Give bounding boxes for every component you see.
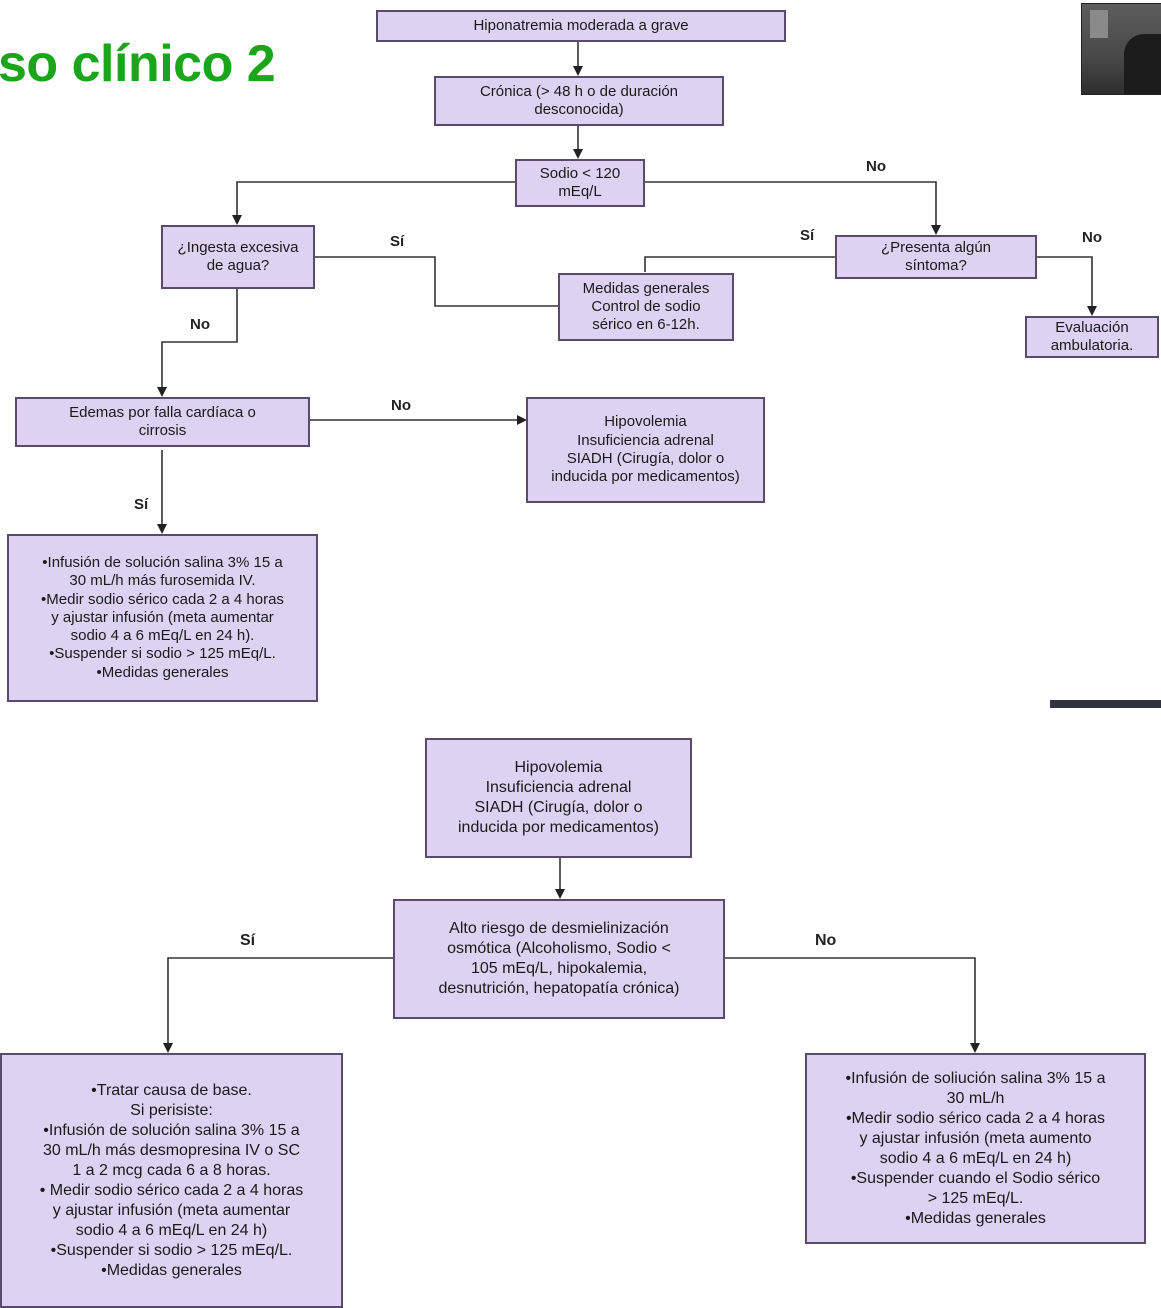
label-si-ingesta: Sí [390,233,405,250]
box-text-line: •Medidas generales [905,1209,1046,1227]
box-text-line: •Medir sodio sérico cada 2 a 4 horas [41,590,284,608]
box-text-line: • Medir sodio sérico cada 2 a 4 horas [39,1181,304,1199]
box-text-line: 1 a 2 mcg cada 6 a 8 horas. [72,1161,271,1179]
box-text-line: Medidas generales [582,279,710,297]
node2-tratar-causa: •Tratar causa de base. Si perisiste: •Infu… [0,1053,343,1308]
label-si-edemas: Sí [134,496,149,513]
box-text-line: sodio 4 a 6 mEq/L en 24 h). [70,627,255,645]
label2-si: Sí [240,932,256,949]
box-text-line: SIADH (Cirugía, dolor o [566,450,725,467]
box-text-line: Si perisiste: [130,1101,213,1119]
video-strip [1050,700,1161,710]
box-text-line: de agua? [206,257,270,274]
line-ingesta-medidas [315,256,558,307]
node-hiponatremia: Hiponatremia moderada a grave [376,10,786,42]
box-text-line: •Infusión de solución salina 3% 15 a [42,553,283,571]
box-text-line: •Suspender si sodio > 125 mEq/L. [50,1241,293,1259]
box-text-line: mEq/L [558,183,602,200]
label2-no: No [815,932,837,949]
box-text-line: osmótica (Alcoholismo, Sodio < [447,940,671,957]
box-text-line: inducida por medicamentos) [458,819,659,836]
slide-separator [0,708,1161,726]
box-text-line: síntoma? [905,257,967,274]
line-presenta-medidas [644,256,835,272]
webcam-thumbnail [1081,3,1161,95]
slide-title: so clínico 2 [0,35,276,93]
box-text-line: 30 mL/h más desmopresina IV o SC [42,1141,300,1159]
label-no-ingesta: No [190,316,210,333]
box-text-line: Insuficiencia adrenal [577,431,714,449]
box-text-line: ¿Presenta algún [880,238,992,256]
box-text-line: Hiponatremia moderada a grave [473,16,689,34]
box-text-line: > 125 mEq/L. [927,1189,1024,1207]
box-text-line: 30 mL/h [946,1089,1005,1107]
box-text-line: sodio 4 a 6 mEq/L en 24 h) [75,1221,268,1239]
box-text-line: Alto riesgo de desmielinización [449,920,669,937]
box-text-line: •Suspender cuando el Sodio sérico [850,1169,1101,1187]
arrow-sodio-ingesta [232,181,515,225]
label-si-presenta: Sí [800,227,815,244]
label-no-edemas: No [391,397,411,414]
box-text-line: ¿Ingesta excesiva [177,238,299,256]
arrow-presenta-evaluacion [1037,256,1097,316]
node2-infusion-salina: •Infusión de soliución salina 3% 15 a 30 … [805,1053,1146,1244]
box-text-line: ambulatoria. [1050,337,1134,354]
box-text-line: desnutrición, hepatopatía crónica) [438,980,680,997]
box-text-line: •Medir sodio sérico cada 2 a 4 horas [845,1109,1106,1127]
box-text-line: cirrosis [138,422,187,439]
label-no-presenta: No [1082,229,1102,246]
box-text-line: y ajustar infusión (meta aumentar [52,1201,291,1219]
box-text-line: Crónica (> 48 h o de duración [479,82,679,100]
arrow-alto-infusion [725,957,980,1053]
box-text-line: Sodio < 120 [539,164,621,182]
box-text-line: Hipovolemia [514,759,603,776]
box-text-line: •Infusión de soliución salina 3% 15 a [845,1069,1106,1087]
box-text-line: 30 mL/h más furosemida IV. [69,572,256,590]
box-text-line: desconocida) [534,101,624,118]
box-text-line: Hipovolemia [604,413,687,431]
box-text-line: 105 mEq/L, hipokalemia, [470,960,648,977]
box-text-line: •Medidas generales [96,663,229,681]
node2-alto-riesgo: Alto riesgo de desmielinización osmótica … [393,899,725,1019]
box-text-line: y ajustar infusión (meta aumentar [51,608,274,626]
box-text-line: •Suspender si sodio > 125 mEq/L. [49,645,276,663]
label-no-sodio: No [866,158,886,175]
box-text-line: sodio 4 a 6 mEq/L en 24 h) [879,1149,1072,1167]
box-text-line: sérico en 6-12h. [592,316,700,334]
box-text-line: SIADH (Cirugía, dolor o [474,799,643,816]
box-text-line: Control de sodio [591,297,701,315]
box-text-line: inducida por medicamentos) [551,468,740,486]
arrow-sodio-presenta [645,181,941,235]
box-text-line: •Tratar causa de base. [91,1081,252,1099]
box-text-line: Edemas por falla cardíaca o [69,403,256,421]
box-text-line: y ajustar infusión (meta aumento [859,1129,1092,1147]
arrow-ingesta-edemas [157,289,238,397]
box-text-line: •Infusión de solución salina 3% 15 a [43,1121,300,1139]
arrow-alto-tratar [163,957,393,1053]
box-text-line: Evaluación [1055,318,1129,336]
box-text-line: Insuficiencia adrenal [485,779,632,796]
box-text-line: •Medidas generales [101,1261,242,1279]
